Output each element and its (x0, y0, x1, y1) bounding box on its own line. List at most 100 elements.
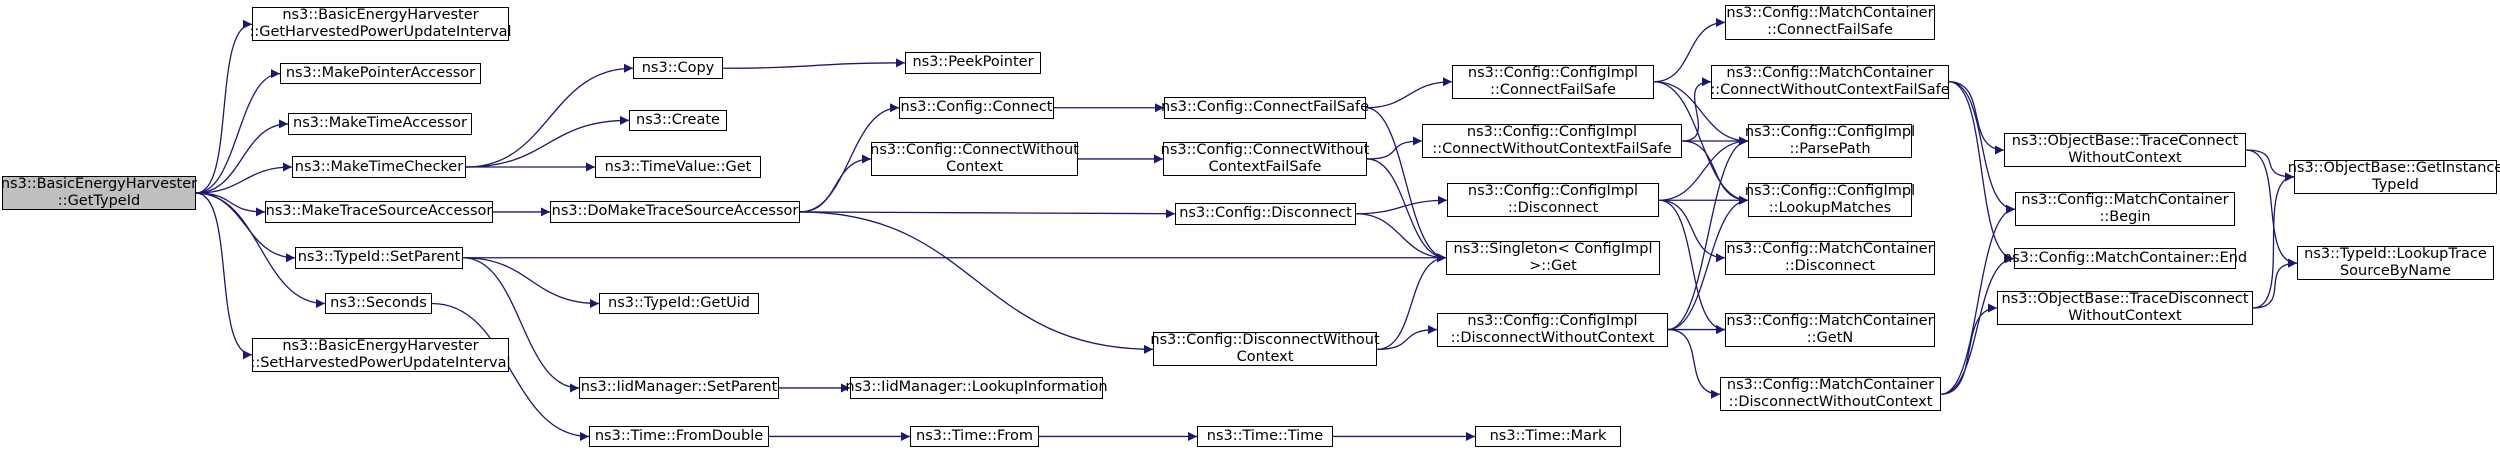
node-lookupmatches[interactable]: ns3::Config::ConfigImpl::LookupMatches (1745, 183, 1915, 218)
node-getuid[interactable]: ns3::TypeId::GetUid (599, 292, 759, 315)
node-label: ns3::Config::ConnectFailSafe (1160, 99, 1370, 116)
node-maketimechk[interactable]: ns3::MakeTimeChecker (292, 156, 466, 178)
edge-impldisconnect-to-mcgetn (1658, 199, 1726, 335)
edge-mcdisconnectwoc-to-obtracedisconnectwoc (1940, 303, 1998, 395)
edge-implconnectfs-to-mcconnectfs (1653, 17, 1726, 83)
node-typeidsetparent[interactable]: ns3::TypeId::SetParent (295, 246, 463, 269)
edge-mcdisconnectwoc-to-mcbegin (1940, 204, 2016, 395)
node-iidsetparent[interactable]: ns3::IidManager::SetParent (579, 377, 779, 399)
node-implconnectfs[interactable]: ns3::Config::ConfigImpl::ConnectFailSafe (1452, 64, 1654, 99)
node-mcgetn[interactable]: ns3::Config::MatchContainer::GetN (1725, 312, 1935, 347)
node-label: TypeId (2372, 176, 2419, 193)
node-timefrom[interactable]: ns3::Time::From (910, 425, 1039, 448)
node-domaketrace[interactable]: ns3::DoMakeTraceSourceAccessor (550, 201, 800, 223)
edge-mcconnectwocfs-to-obtraceconnectwoc (1948, 81, 2005, 155)
node-label: ns3::ObjectBase::TraceConnect (2011, 132, 2239, 149)
node-label: ns3::Time::FromDouble (594, 427, 764, 444)
node-label: ns3::Config::MatchContainer::End (2002, 250, 2248, 267)
node-impldisconnect[interactable]: ns3::Config::ConfigImpl::Disconnect (1447, 183, 1659, 218)
node-label: Context (946, 158, 1003, 175)
node-label: >::Get (1529, 257, 1577, 274)
node-create[interactable]: ns3::Create (629, 109, 727, 132)
edge-impldisconnect-to-parsepath (1658, 136, 1749, 201)
node-getinterval[interactable]: ns3::BasicEnergyHarvester::GetHarvestedP… (249, 7, 512, 42)
node-label: ns3::Time::From (916, 427, 1033, 444)
edge-cfgdisconnect-to-singleton (1355, 213, 1447, 263)
node-setinterval[interactable]: ns3::BasicEnergyHarvester::SetHarvestedP… (250, 337, 511, 372)
edge-typeidsetparent-to-getuid (462, 257, 600, 309)
node-implconnectwocfs[interactable]: ns3::Config::ConfigImpl::ConnectWithoutC… (1422, 123, 1682, 159)
node-label: ns3::Singleton< ConfigImpl (1453, 240, 1653, 257)
node-label: ns3::BasicEnergyHarvester (282, 7, 479, 24)
node-label: ns3::Config::ConfigImpl (1467, 183, 1639, 200)
node-timetime[interactable]: ns3::Time::Time (1197, 425, 1333, 448)
node-mcconnectwocfs[interactable]: ns3::Config::MatchContainer::ConnectWith… (1710, 64, 1950, 99)
node-singleton[interactable]: ns3::Singleton< ConfigImpl >::Get (1446, 240, 1660, 275)
node-label: ::DisconnectWithoutContext (1450, 329, 1655, 346)
node-cfgconnect[interactable]: ns3::Config::Connect (899, 96, 1054, 119)
node-mcdisconnect[interactable]: ns3::Config::MatchContainer::Disconnect (1725, 240, 1935, 275)
node-label: ns3::MakePointerAccessor (285, 65, 476, 82)
node-maketracesrc[interactable]: ns3::MakeTraceSourceAccessor (265, 201, 493, 223)
node-mcdisconnectwoc[interactable]: ns3::Config::MatchContainer::DisconnectW… (1720, 377, 1941, 412)
edge-impldisconnectwoc-to-lookupmatches (1667, 195, 1749, 331)
node-cfgconnectfs[interactable]: ns3::Config::ConnectFailSafe (1160, 96, 1370, 119)
node-maketimeacc[interactable]: ns3::MakeTimeAccessor (288, 113, 472, 135)
node-iidlookup[interactable]: ns3::IidManager::LookupInformation (845, 377, 1108, 399)
node-label: ns3::Config::Disconnect (1179, 205, 1352, 222)
node-mcconnectfs[interactable]: ns3::Config::MatchContainer::ConnectFail… (1725, 5, 1935, 40)
node-makeptracc[interactable]: ns3::MakePointerAccessor (280, 62, 481, 85)
node-label: ns3::Time::Time (1206, 427, 1324, 444)
node-label: ContextFailSafe (1208, 158, 1322, 175)
edge-root-to-makeptracc (195, 69, 281, 194)
edge-impldisconnectwoc-to-mcdisconnectwoc (1667, 328, 1721, 399)
node-seconds[interactable]: ns3::Seconds (325, 292, 432, 315)
edge-cfgconnectwocfs-to-singleton (1366, 158, 1447, 263)
node-cfgdisconnect[interactable]: ns3::Config::Disconnect (1175, 202, 1356, 225)
node-fromdouble[interactable]: ns3::Time::FromDouble (589, 425, 769, 448)
node-label: ::Disconnect (1784, 257, 1876, 274)
node-label: SourceByName (2339, 263, 2452, 280)
edge-mcconnectwocfs-to-mcend (1948, 81, 2015, 264)
node-label: ns3::ObjectBase::GetInstance (2287, 159, 2500, 176)
node-label: ::ConnectWithoutContextFailSafe (1432, 140, 1672, 157)
node-label: ns3::Config::MatchContainer (1726, 377, 1935, 394)
node-peekpointer[interactable]: ns3::PeekPointer (905, 52, 1041, 74)
node-impldisconnectwoc[interactable]: ns3::Config::ConfigImpl::DisconnectWitho… (1437, 312, 1668, 347)
node-parsepath[interactable]: ns3::Config::ConfigImpl::ParsePath (1745, 123, 1915, 159)
node-label: ns3::TimeValue::Get (604, 158, 752, 175)
edge-cfgconnectfs-to-singleton (1365, 107, 1447, 263)
node-timevalueget[interactable]: ns3::TimeValue::Get (595, 156, 761, 178)
node-label: ns3::PeekPointer (912, 54, 1034, 71)
node-label: Context (1236, 349, 1294, 366)
node-timemark[interactable]: ns3::Time::Mark (1475, 425, 1621, 448)
node-label: ns3::TypeId::LookupTrace (2304, 246, 2487, 263)
edge-implconnectwocfs-to-lookupmatches (1681, 140, 1749, 205)
edge-cfgconnectwocfs-to-implconnectwocfs (1366, 136, 1423, 160)
node-label: ::ConnectFailSafe (1490, 81, 1616, 98)
node-label: ns3::Config::MatchContainer (2021, 192, 2229, 209)
node-mcend[interactable]: ns3::Config::MatchContainer::End (2003, 247, 2247, 270)
node-label: ns3::IidManager::LookupInformation (845, 379, 1108, 396)
edge-mcconnectwocfs-to-mcbegin (1948, 81, 2016, 214)
node-mcbegin[interactable]: ns3::Config::MatchContainer::Begin (2015, 192, 2235, 227)
node-label: ns3::Config::MatchContainer (1726, 240, 1934, 257)
edge-impldisconnect-to-mcdisconnect (1658, 199, 1726, 263)
edge-mcdisconnectwoc-to-mcend (1940, 254, 2015, 395)
node-root[interactable]: ns3::BasicEnergyHarvester::GetTypeId (1, 176, 197, 211)
edge-obtraceconnectwoc-to-lookuptracesrc (2245, 149, 2298, 268)
edge-cfgdisconnectwoc-to-singleton (1376, 253, 1447, 350)
edge-impldisconnectwoc-to-parsepath (1667, 136, 1749, 331)
node-copy[interactable]: ns3::Copy (633, 57, 723, 80)
node-label: ns3::TypeId::SetParent (297, 249, 461, 266)
node-label: ns3::MakeTraceSourceAccessor (265, 203, 493, 220)
edge-root-to-seconds (195, 192, 326, 309)
